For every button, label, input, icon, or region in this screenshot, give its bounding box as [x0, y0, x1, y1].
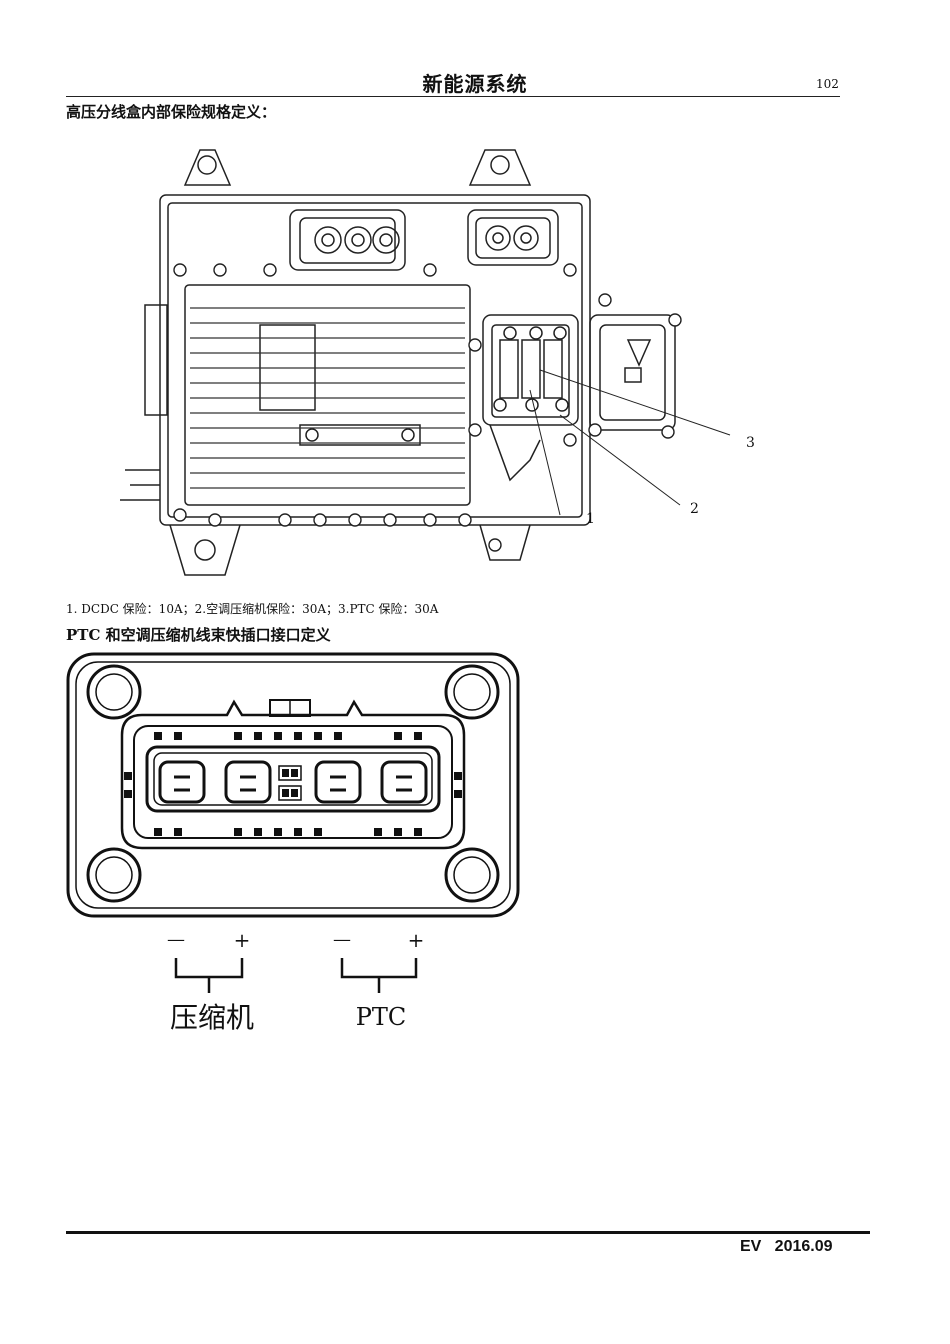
section-heading-connector-pinout: PTC 和空调压缩机线束快插口接口定义 — [66, 626, 331, 644]
page-number: 102 — [816, 77, 839, 91]
callout-2: 2 — [690, 501, 699, 517]
callout-1: 1 — [586, 511, 595, 527]
page-header-title: 新能源系统 — [422, 72, 528, 96]
compressor-group-label: 压缩机 — [170, 1001, 254, 1034]
ptc-plus-sign: + — [408, 928, 425, 952]
compressor-minus-sign: — — [167, 929, 185, 950]
fuse-spec-caption: 1. DCDC 保险：10A；2.空调压缩机保险：30A；3.PTC 保险：30… — [66, 602, 439, 616]
footer-edition: EV 2016.09 — [740, 1238, 833, 1255]
callout-3: 3 — [746, 435, 755, 451]
junction-box-drawing: 1 2 3 — [120, 149, 755, 576]
ptc-group-label: PTC — [356, 1003, 407, 1031]
header-divider — [66, 96, 840, 97]
compressor-plus-sign: + — [234, 928, 251, 952]
footer-divider — [66, 1231, 870, 1234]
pin-polarity-legend: — + — + 压缩机 PTC — [167, 928, 425, 1034]
section-heading-fuse-spec: 高压分线盒内部保险规格定义： — [66, 103, 277, 121]
connector-face-drawing — [66, 652, 520, 918]
ptc-minus-sign: — — [333, 929, 351, 950]
